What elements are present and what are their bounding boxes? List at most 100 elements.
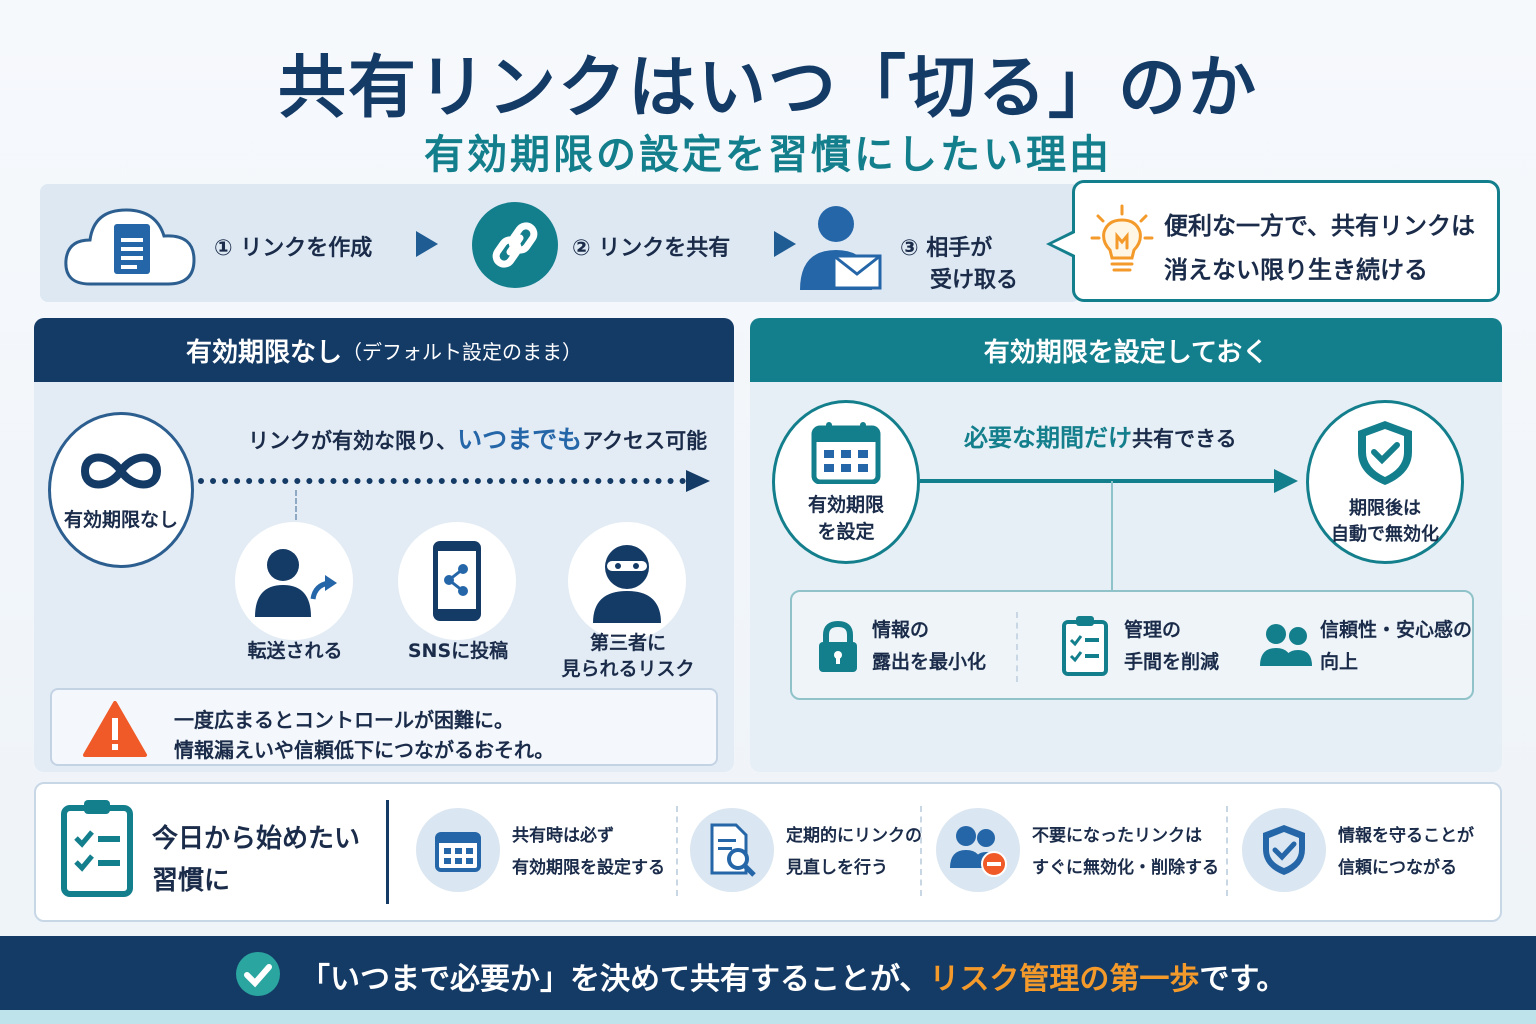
benefit-3-line2: 向上 [1320,651,1359,673]
habit-3-circle [936,808,1020,892]
access-post: アクセス可能 [582,429,708,453]
footer-message: 「いつまで必要か」を決めて共有することが、リスク管理の第一歩です。 [300,954,1286,998]
flow-step-3-line2: 受け取る [930,268,1019,293]
document-search-icon [710,823,756,877]
habit-2-line2: 見直しを行う [786,858,888,878]
no-expiry-title: 有効期限なし [185,337,342,368]
expiry-arrow-head [1274,469,1298,493]
forward-person-icon [255,549,337,617]
benefit-3: 信頼性・安心感の 向上 [1320,614,1472,678]
calendar-icon [811,422,881,484]
forward-circle [235,522,353,640]
benefit-2: 管理の 手間を削減 [1124,614,1219,678]
access-text: リンクが有効な限り、いつまでもアクセス可能 [248,420,707,456]
flow-arrow-2 [774,231,796,257]
link-icon [472,202,558,288]
infinity-label: 有効期限なし [63,508,178,531]
share-post: 共有できる [1132,427,1237,451]
footer-pre: 「いつまで必要か」を決めて共有することが、 [300,962,930,997]
risk-sns: SNSに投稿 [407,640,509,662]
habit-divider-2 [920,806,922,896]
dotted-line [198,478,686,484]
habits-title: 今日から始めたい 習慣に [152,818,360,902]
habit-2-line1: 定期的にリンクの [786,826,922,846]
branch-line [295,490,297,520]
cloud-document-icon [64,208,196,286]
habit-3-line1: 不要になったリンクは [1032,826,1202,846]
flow-strip [40,184,1080,302]
expiry-branch-line [1111,481,1113,591]
infinity-icon [80,453,162,488]
habit-2: 定期的にリンクの 見直しを行う [786,820,922,884]
sns-circle [398,522,516,640]
flow-step-1: ① リンクを作成 [214,236,373,261]
benefit-2-line1: 管理の [1124,619,1182,641]
masked-person-icon [593,545,661,623]
habit-1-circle [416,808,500,892]
habit-3: 不要になったリンクは すぐに無効化・削除する [1032,820,1219,884]
benefit-1-line2: 露出を最小化 [872,651,987,673]
habits-divider [386,800,389,904]
callout-box [1072,180,1500,302]
flow-step-2: ② リンクを共有 [572,236,731,261]
with-expiry-header: 有効期限を設定しておく [750,318,1502,382]
no-expiry-header: 有効期限なし （デフォルト設定のまま） [34,318,734,382]
smartphone-share-icon [433,541,481,621]
benefit-3-line1: 信頼性・安心感の [1320,619,1473,641]
person-mail-icon [800,206,882,290]
warning-box [50,688,718,766]
page-subtitle: 有効期限の設定を習慣にしたい理由 [424,132,1112,178]
callout-tail-inner [1052,233,1075,255]
infinity-circle: 有効期限なし [48,412,194,568]
calendar-icon [435,832,481,872]
benefits-box [790,590,1474,700]
habit-1-line2: 有効期限を設定する [512,858,665,878]
callout-line-1: 便利な一方で、共有リンクは [1164,212,1476,240]
auto-disable-circle: 期限後は 自動で無効化 [1306,400,1464,564]
access-emph: いつまでも [457,425,583,454]
share-period-text: 必要な期間だけ共有できる [964,418,1237,453]
footer-strip [0,1010,1536,1024]
habit-4-line1: 情報を守ることが [1338,826,1474,846]
shield-check-icon [1358,421,1412,485]
habit-3-line2: すぐに無効化・削除する [1032,858,1219,878]
access-pre: リンクが有効な限り、 [248,429,458,453]
set-expiry-line2: を設定 [817,521,875,543]
risk-third-party-line2: 見られるリスク [561,658,695,680]
callout-line-2: 消えない限り生き続ける [1164,256,1428,284]
habits-title-line1: 今日から始めたい [152,824,361,854]
lock-icon [819,620,857,672]
habit-4-line2: 信頼につながる [1338,858,1457,878]
user-remove-icon [950,826,1007,877]
flow-arrow-1 [416,231,438,257]
benefit-1: 情報の 露出を最小化 [872,614,986,678]
page-title: 共有リンクはいつ「切る」のか [277,49,1258,128]
dotted-arrow-head [686,470,710,492]
benefit-2-line2: 手間を削減 [1124,651,1220,673]
share-emph: 必要な期間だけ [964,424,1132,452]
risk-third-party-line1: 第三者に [589,632,666,654]
auto-disable-line2: 自動で無効化 [1331,524,1439,545]
expiry-line [920,479,1276,483]
shield-check-icon [1263,825,1305,875]
auto-disable-line1: 期限後は [1349,498,1421,519]
habit-clipboard-icon [61,800,133,897]
warning-line-1: 一度広まるとコントロールが困難に。 [174,708,514,732]
no-expiry-note: （デフォルト設定のまま） [342,339,582,364]
habits-title-line2: 習慣に [152,866,231,896]
check-circle-icon [236,952,280,996]
habit-1: 共有時は必ず 有効期限を設定する [512,820,665,884]
warning-line-2: 情報漏えいや信頼低下につながるおそれ。 [174,738,555,762]
lightbulb-icon [1090,204,1154,272]
thief-circle [568,522,686,640]
habit-1-line1: 共有時は必ず [512,826,614,846]
set-expiry-line1: 有効期限 [807,494,884,516]
risk-forward: 転送される [247,640,343,662]
benefit-divider-1 [1016,612,1018,682]
habit-2-circle [690,808,774,892]
footer-emph: リスク管理の第一歩 [929,962,1200,997]
warning-icon [83,701,147,757]
benefit-1-line1: 情報の [872,619,930,641]
flow-step-3-line1: ③ 相手が [900,236,993,261]
set-expiry-circle: 有効期限 を設定 [772,400,920,564]
